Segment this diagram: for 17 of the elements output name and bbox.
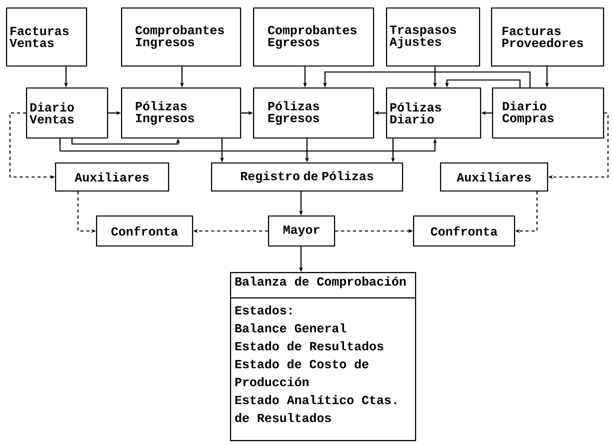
process-box: Confronta (413, 215, 516, 247)
process-box: Facturas Proveedores (491, 7, 604, 67)
process-box: Comprobantes Egresos (253, 7, 374, 67)
process-box: Confronta (96, 215, 194, 247)
process-box: Facturas Ventas (6, 7, 88, 67)
process-box: Pólizas Egresos (253, 87, 374, 139)
process-box: Mayor (268, 215, 336, 247)
process-box: Pólizas Ingresos (121, 87, 242, 139)
process-box: Diario Ventas (26, 87, 108, 139)
process-box: Pólizas Diario (386, 87, 482, 139)
process-box: Auxiliares (55, 162, 170, 192)
process-box: Comprobantes Ingresos (121, 7, 242, 67)
process-box: Traspasos Ajustes (386, 7, 480, 67)
process-box: Registro de Pólizas (211, 162, 404, 192)
process-box: Auxiliares (440, 162, 548, 192)
report-box: Balanza de Comprobación Estados: Balance General Estado de Resultados Estado de Costo de Producción Estado Analítico Ctas. de Resultados (230, 272, 416, 442)
process-box: Diario Compras (492, 87, 604, 139)
